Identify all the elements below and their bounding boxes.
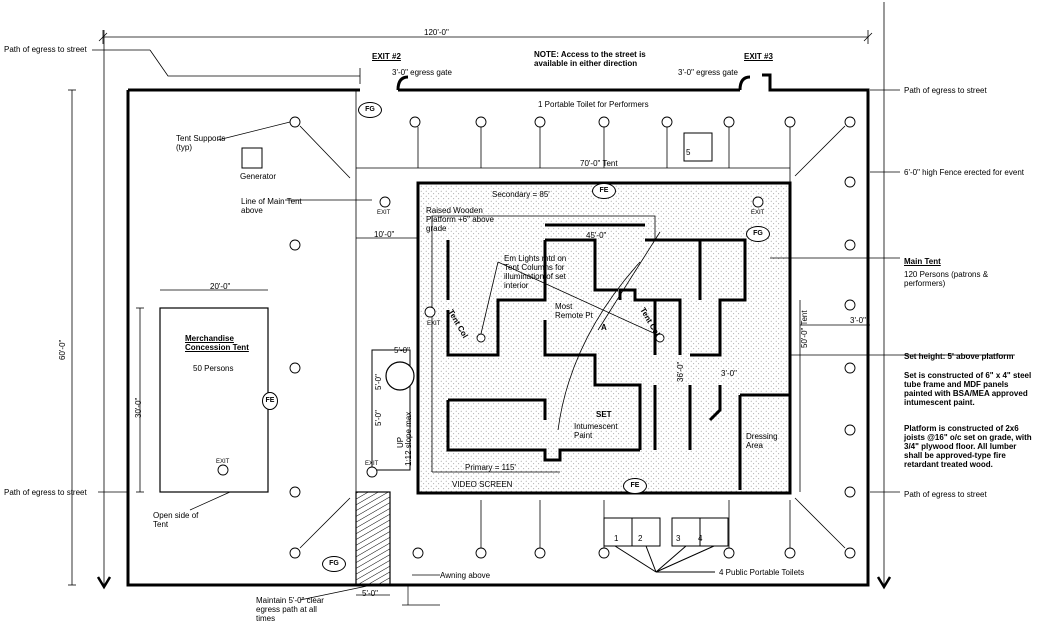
fence-offset-dimension: 3'-0" <box>850 316 866 325</box>
hatch-width-dimension: 5'-0" <box>362 589 378 598</box>
toilet-2-number: 2 <box>638 534 643 543</box>
performer-toilet <box>683 132 713 162</box>
main-tent-platform <box>416 181 792 495</box>
set-height-note: Set height: 5' above platform <box>904 352 1014 361</box>
arrow-down-left <box>96 576 112 590</box>
egress-bottom-right-label: Path of egress to street <box>904 490 987 499</box>
ramp-slope-label: 1:12 slope max <box>404 411 413 466</box>
egress-travel-paths <box>431 215 661 473</box>
egress-top-right-label: Path of egress to street <box>904 86 987 95</box>
egress-path-lines <box>92 49 900 493</box>
exit-sign-markers <box>217 196 764 478</box>
fire-extinguisher-fg-2: FG <box>746 226 770 242</box>
open-side-label: Open side of Tent <box>153 511 199 529</box>
most-remote-label: Most Remote Pt <box>555 302 593 320</box>
egress-gate-left: 3'-0" egress gate <box>392 68 452 77</box>
main-tent-capacity: 120 Persons (patrons & performers) <box>904 270 989 288</box>
intumescent-label: Intumescent Paint <box>574 422 618 440</box>
egress-hatch-path <box>355 491 391 586</box>
ramp-top-dimension: 5'-0" <box>394 346 410 355</box>
ramp-side2-dimension: 5'-0" <box>374 410 383 426</box>
primary-path-label: Primary = 115' <box>465 463 516 472</box>
fence-label: 6'-0" high Fence erected for event <box>904 168 1024 177</box>
street-access-note: NOTE: Access to the street is available … <box>534 50 646 68</box>
tent-width-label: 70'-0" Tent <box>580 159 618 168</box>
tent-stake-lines <box>299 125 846 549</box>
fence-boundary <box>126 73 870 587</box>
overall-depth-label: 60'-0" <box>58 339 67 360</box>
tent-supports-label: Tent Supports (typ) <box>176 134 226 152</box>
set-label: SET <box>596 410 612 419</box>
toilet-5-number: 5 <box>686 148 691 157</box>
exit-sign-4: EXIT <box>216 459 230 465</box>
exit-sign-2: EXIT <box>751 210 765 216</box>
set-construction-note: Set is constructed of 6" x 4" steel tube… <box>904 371 1032 407</box>
performer-toilet-label: 1 Portable Toilet for Performers <box>538 100 649 109</box>
ramp-side1-dimension: 5'-0" <box>374 374 383 390</box>
raised-platform-label: Raised Wooden Platform +6" above grade <box>426 206 494 233</box>
generator <box>241 147 263 169</box>
fire-extinguisher-fe-3: FE <box>262 392 278 410</box>
video-screen-label: VIDEO SCREEN <box>452 480 513 489</box>
toilet-3-number: 3 <box>676 534 681 543</box>
ramp-landing <box>385 361 415 391</box>
leader-lines <box>189 121 1015 606</box>
public-toilets <box>603 517 729 573</box>
merch-capacity-label: 50 Persons <box>193 364 234 373</box>
merch-width-dimension-label: 20'-0" <box>210 282 231 291</box>
exit-sign-5: EXIT <box>365 461 379 467</box>
overall-width-label: 120'-0" <box>424 28 449 37</box>
platform-construction-note: Platform is constructed of 2x6 joists @1… <box>904 424 1032 469</box>
exit2-label: EXIT #2 <box>372 52 401 61</box>
exit3-label: EXIT #3 <box>744 52 773 61</box>
fire-extinguisher-fe-1: FE <box>592 183 616 199</box>
arrow-down-right <box>876 576 892 590</box>
fire-extinguisher-fg-3: FG <box>322 556 346 572</box>
left-dimension-lines <box>68 2 885 586</box>
public-toilets-label: 4 Public Portable Toilets <box>719 568 805 577</box>
exit-sign-1: EXIT <box>377 210 391 216</box>
merch-depth-label: 30'-0" <box>134 397 143 418</box>
main-tent-label: Main Tent <box>904 257 941 266</box>
stage-dimension: 45'-0" <box>586 231 607 240</box>
fire-extinguisher-fe-2: FE <box>623 478 647 494</box>
overall-width-dimension <box>98 30 873 44</box>
merch-tent-label: Merchandise Concession Tent <box>185 334 249 352</box>
toilet-1-number: 1 <box>614 534 619 543</box>
fire-extinguisher-fg-1: FG <box>358 102 382 118</box>
line-main-tent-label: Line of Main Tent above <box>241 197 302 215</box>
em-lights-label: Em Lights mtd on Tent Columns for illumi… <box>504 254 567 290</box>
set-walls <box>446 223 790 490</box>
dressing-area-label: Dressing Area <box>746 432 778 450</box>
generator-label: Generator <box>240 172 277 181</box>
secondary-path-label: Secondary = 85' <box>492 190 550 199</box>
exit-sign-3: EXIT <box>427 321 441 327</box>
awning-label: Awning above <box>440 571 491 580</box>
egress-gate-right: 3'-0" egress gate <box>678 68 738 77</box>
stage-side-dimension: 36'-0" <box>676 361 685 382</box>
tent-depth-label: 50'-0" Tent <box>800 310 809 348</box>
point-a-label: A <box>601 323 607 332</box>
maintain-egress-label: Maintain 5'-0" clear egress path at all … <box>256 596 324 623</box>
tent-support-columns <box>289 116 856 559</box>
step-dimension: 3'-0" <box>721 369 737 378</box>
egress-bottom-left-label: Path of egress to street <box>4 488 87 497</box>
setback-dimension: 10'-0" <box>374 230 395 239</box>
toilet-4-number: 4 <box>698 534 703 543</box>
egress-top-left-label: Path of egress to street <box>4 45 87 54</box>
